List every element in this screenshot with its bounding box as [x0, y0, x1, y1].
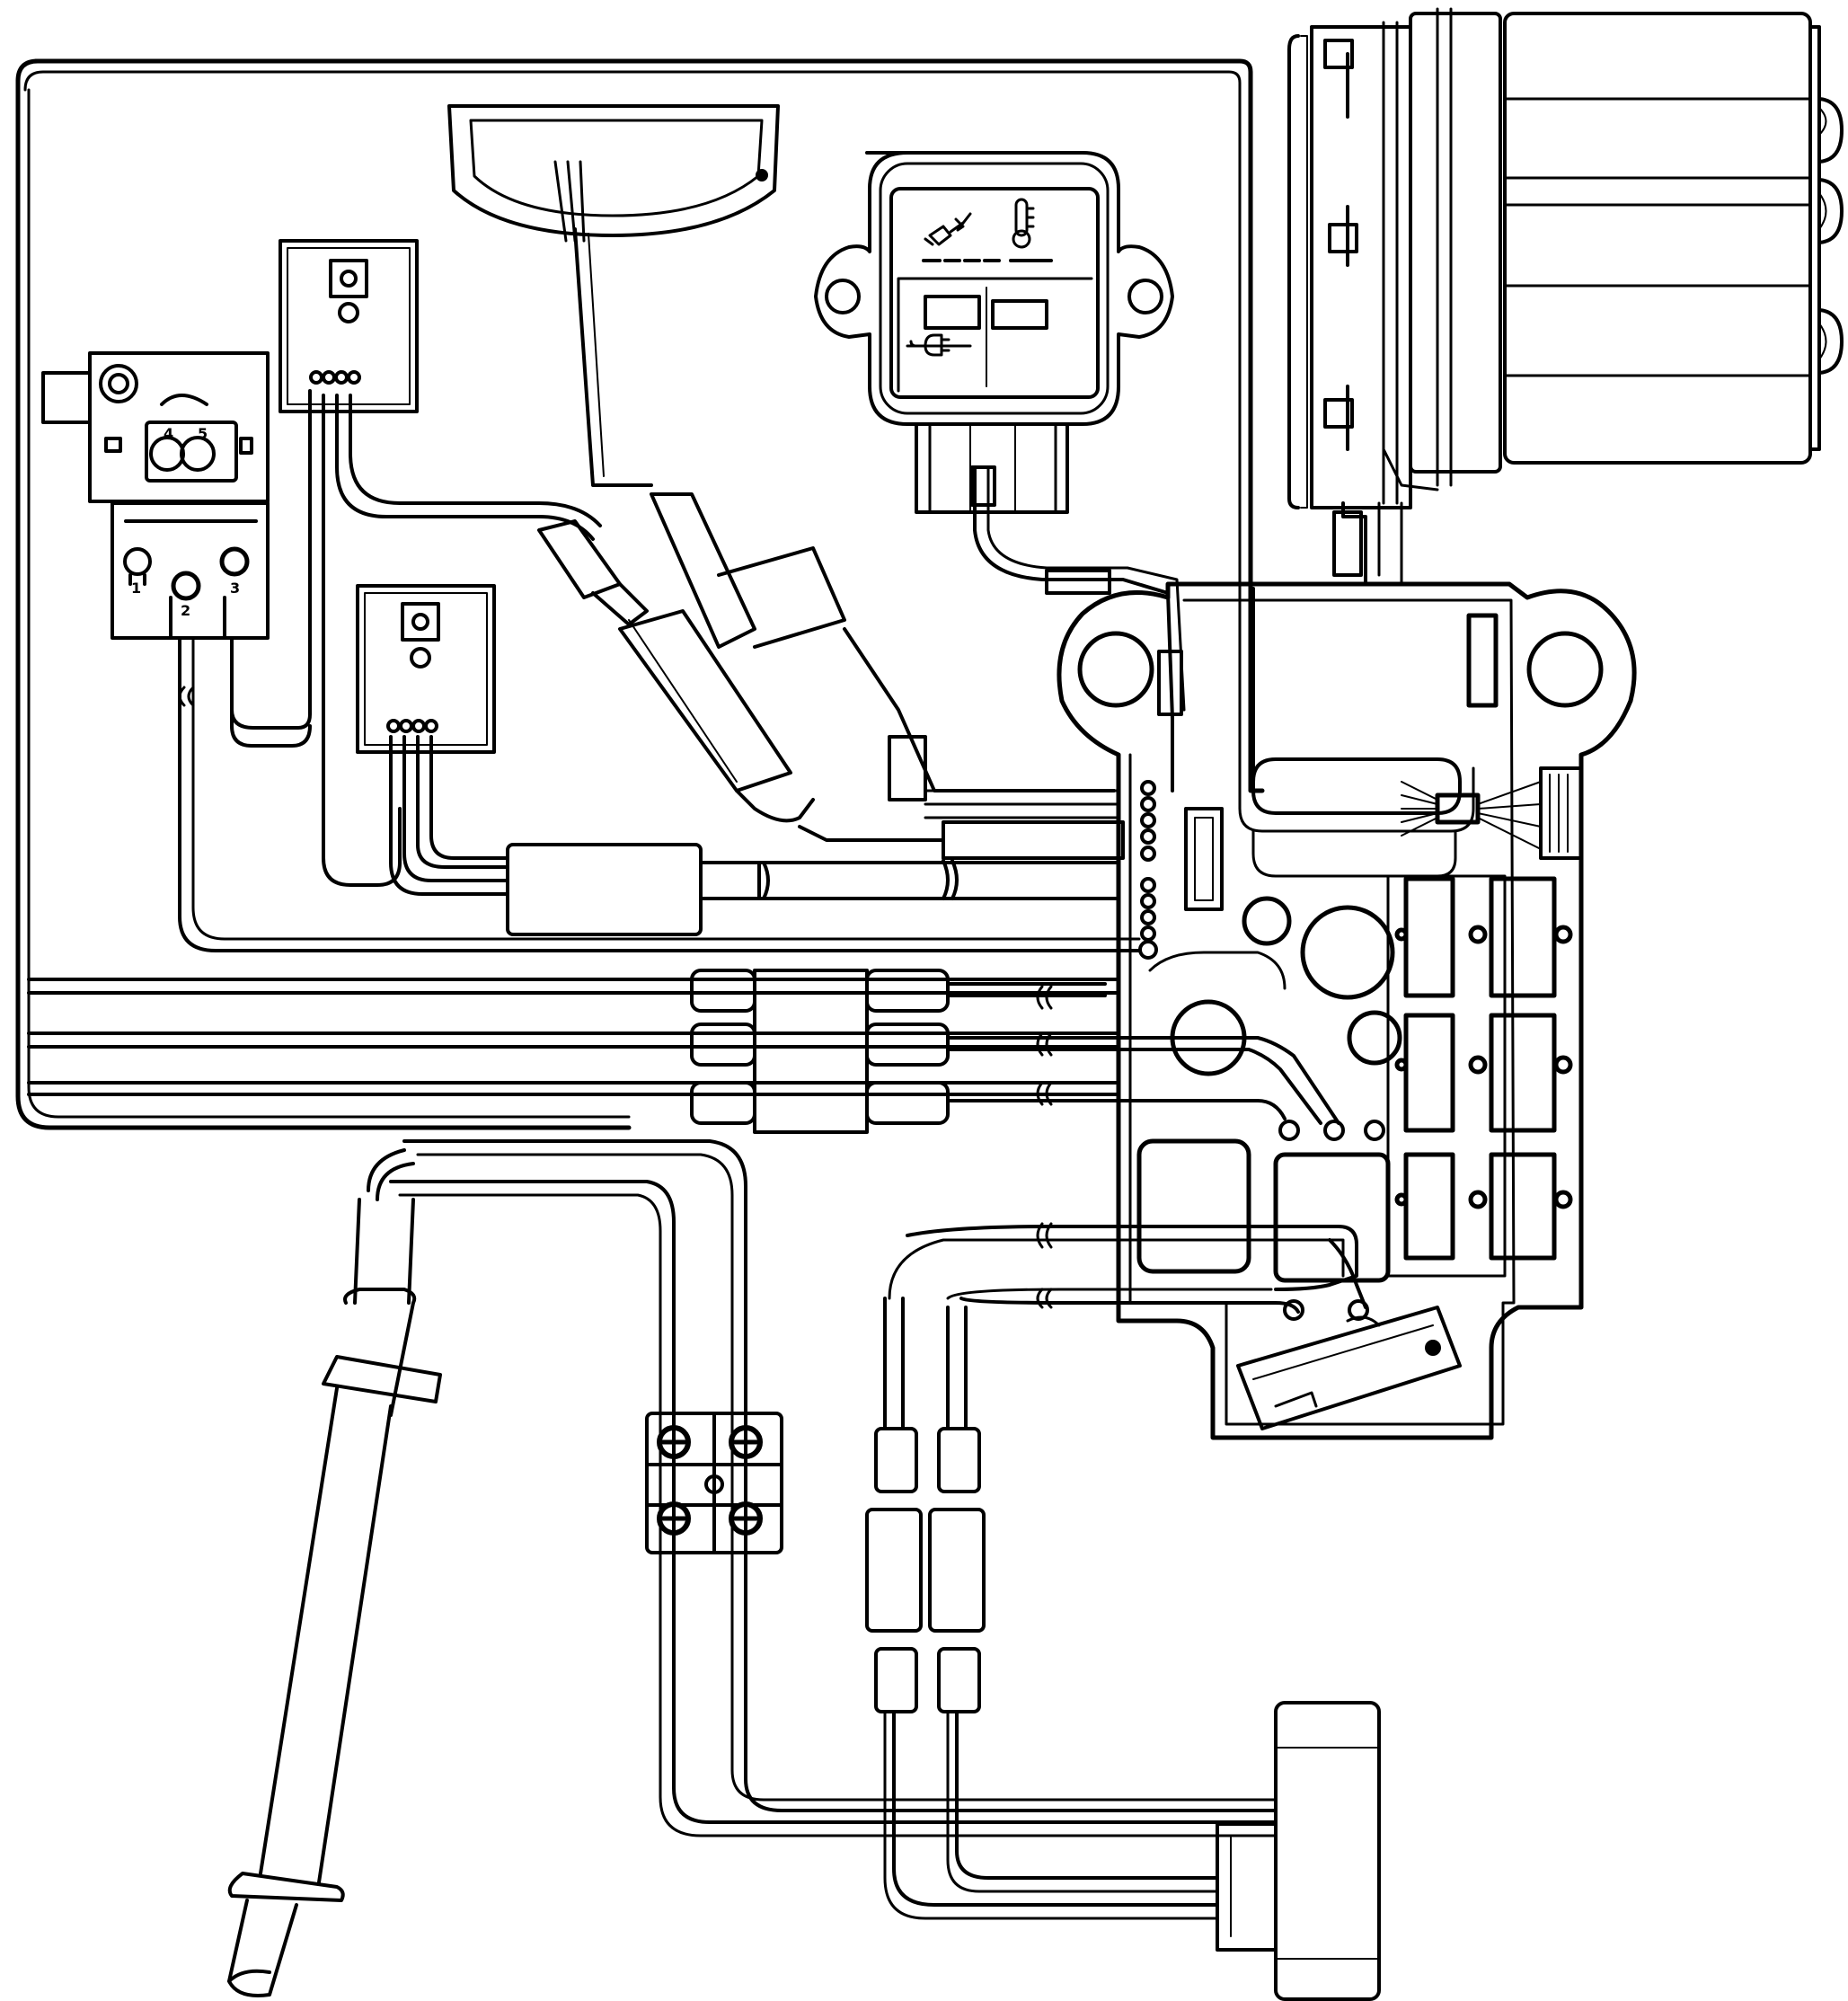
control-panel	[814, 151, 1174, 514]
pin-1-label: 1	[131, 580, 141, 597]
pin-2-label: 2	[181, 602, 190, 619]
display-window	[447, 104, 780, 243]
plug-icon	[909, 333, 951, 357]
screw-terminal-strip	[645, 1412, 783, 1554]
pin-3-label: 3	[230, 580, 240, 597]
sensor-module-1	[279, 239, 419, 413]
sensor-module-2	[356, 584, 496, 754]
plug-lightning-icon	[924, 212, 972, 246]
pin-5-label: 5	[198, 425, 208, 442]
terminal-block	[41, 351, 270, 640]
fuse-holder	[27, 969, 1385, 1141]
sensor-wiring	[178, 389, 1141, 952]
controller-board	[1057, 581, 1637, 1440]
soldering-iron	[227, 1138, 1278, 1997]
wire-break-marks	[178, 686, 1053, 1309]
twin-connector-cables	[865, 1225, 1369, 1920]
motor-assembly	[1287, 7, 1844, 586]
board-terminal-posts	[1138, 780, 1158, 960]
inline-ferrite-2	[537, 519, 1125, 860]
terminal-pin-labels: 4 5 1 2 3	[131, 425, 240, 619]
thermal-switch	[1236, 1306, 1462, 1430]
pin-4-label: 4	[164, 425, 173, 442]
inline-ferrite-3	[573, 227, 1120, 819]
inline-ferrite-1	[506, 843, 1120, 936]
enclosure-frame	[15, 58, 1265, 1130]
panel-cable	[973, 465, 1186, 792]
plug-module	[1216, 1701, 1381, 2001]
thermometer-icon	[1012, 198, 1035, 249]
